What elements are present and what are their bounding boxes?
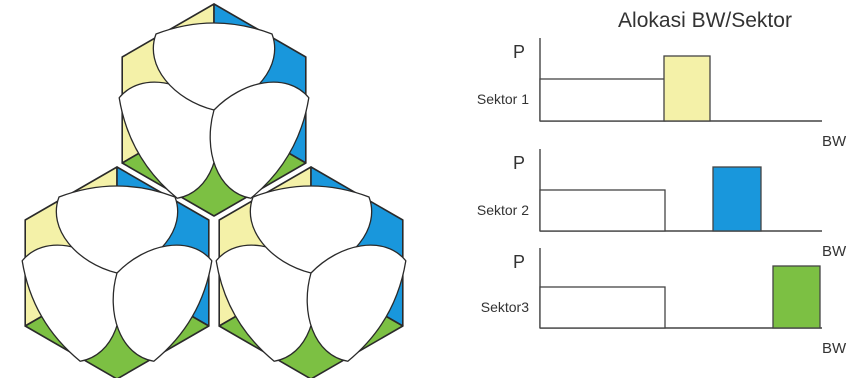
sector-label: Sektor3 — [481, 299, 529, 315]
hexagon-cluster — [21, 3, 407, 378]
hex-cell-bottom-right — [215, 166, 407, 378]
allocated-band — [663, 55, 711, 122]
chart-title: Alokasi BW/Sektor — [618, 9, 792, 32]
p-axis-label: P — [513, 252, 525, 272]
bw-axis-label: BW — [822, 243, 847, 260]
antenna-lobe-3 — [112, 244, 213, 362]
unallocated-band — [539, 78, 666, 122]
antenna-lobe-3 — [306, 244, 407, 362]
sector-panel-2: P BW Sektor 2 — [477, 149, 847, 260]
allocated-band — [772, 265, 821, 329]
bw-axis-label: BW — [822, 133, 847, 150]
antenna-lobe-1 — [21, 244, 122, 362]
unallocated-band — [539, 286, 666, 329]
p-axis-label: P — [513, 153, 525, 173]
hex-cell-bottom-left — [21, 166, 213, 378]
antenna-lobe-3 — [209, 81, 310, 199]
antenna-lobe-1 — [215, 244, 316, 362]
hex-cell-top — [118, 3, 310, 217]
allocated-band — [712, 166, 762, 232]
sector-label: Sektor 2 — [477, 202, 529, 218]
unallocated-band — [539, 189, 666, 232]
sector-panel-3: P BW Sektor3 — [481, 248, 847, 357]
antenna-lobe-1 — [118, 81, 219, 199]
bandwidth-allocation-chart: Alokasi BW/Sektor P BW Sektor 1 P BW Sektor 2… — [477, 9, 847, 357]
p-axis-label: P — [513, 42, 525, 62]
sector-panel-1: P BW Sektor 1 — [477, 38, 847, 150]
bw-axis-label: BW — [822, 340, 847, 357]
sector-label: Sektor 1 — [477, 91, 529, 107]
